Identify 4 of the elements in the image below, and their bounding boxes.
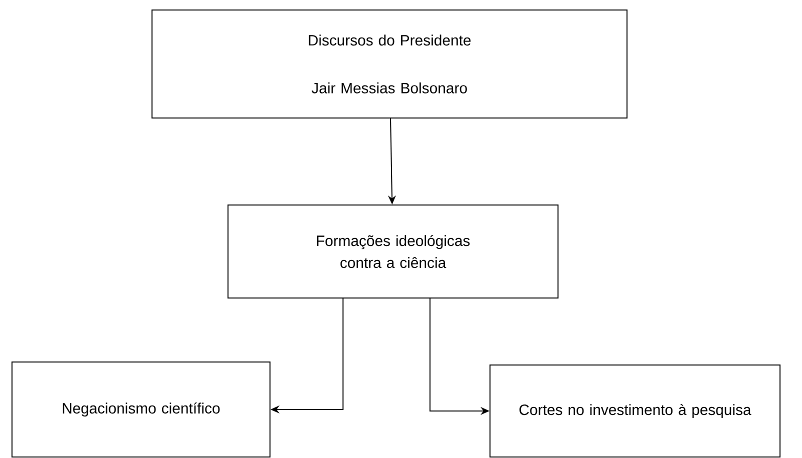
process-box: Formações ideológicas contra a ciência (228, 204, 558, 298)
process-box: Cortes no investimento à pesquisa (490, 364, 780, 458)
process-box: Negacionismo científico (12, 362, 270, 458)
process-box: Discursos do Presidente Jair Messias Bolsonaro (152, 10, 628, 118)
